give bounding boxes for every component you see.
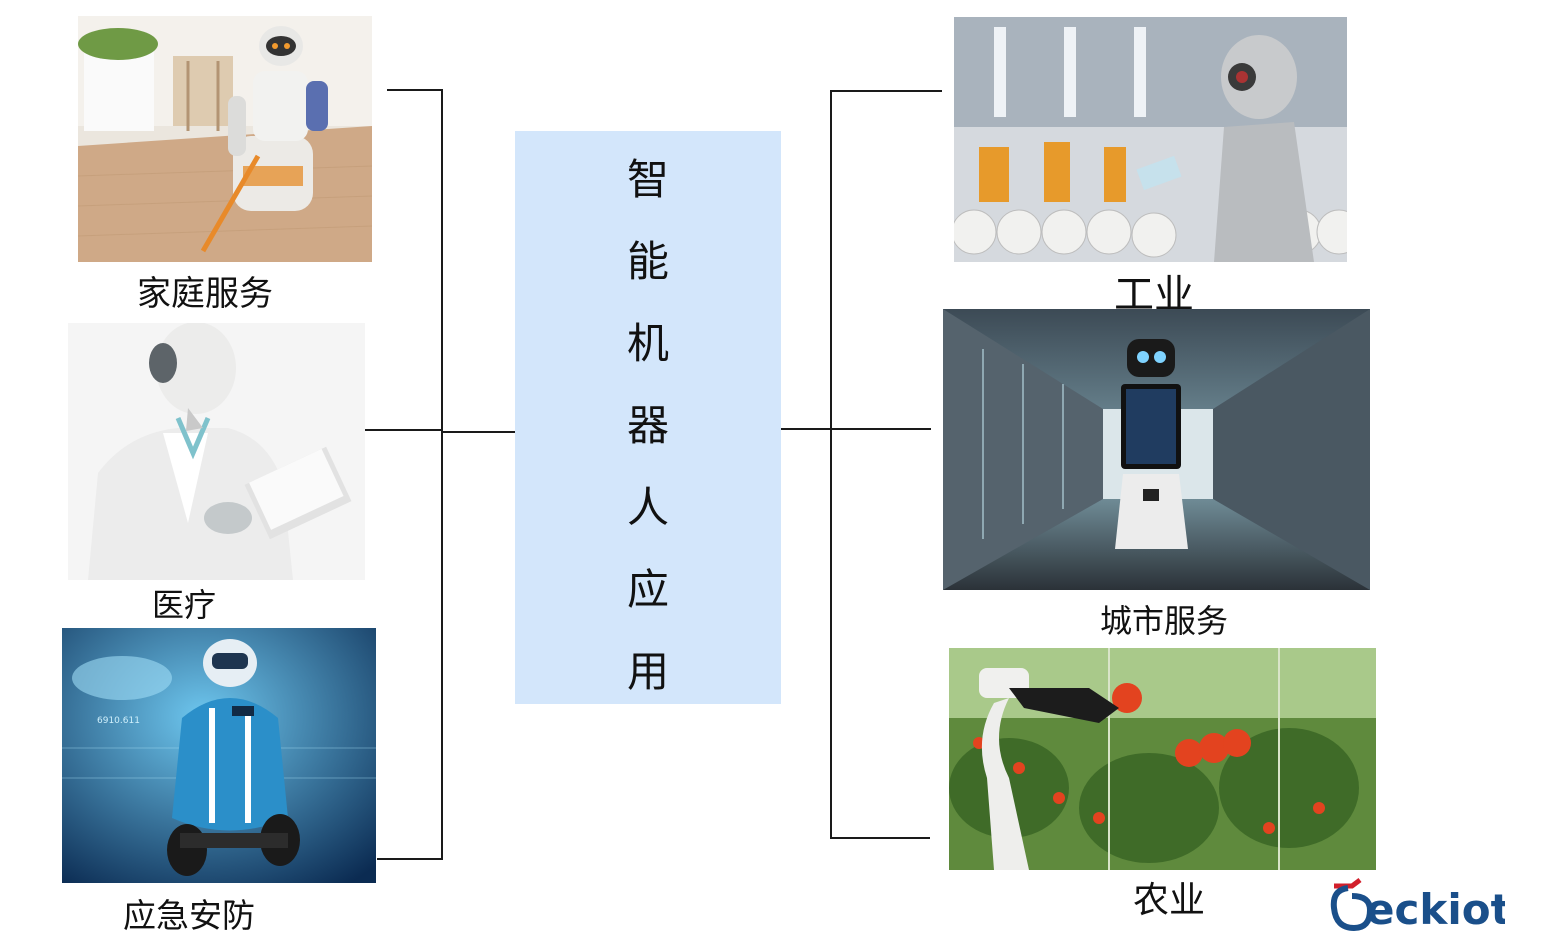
emergency-security-label: 应急安防 <box>123 896 255 935</box>
center-to-right-connector <box>781 428 931 430</box>
city-service-label: 城市服务 <box>1100 602 1229 640</box>
beckiot-logo: eckiot <box>1330 878 1505 934</box>
right-upper-top-arm <box>832 90 942 92</box>
city-service-robot-image <box>943 309 1370 590</box>
center-title-char: 器 <box>626 401 669 450</box>
medical-robot-image <box>68 323 365 580</box>
center-title-box: 智 能 机 器 人 应 用 <box>515 131 781 704</box>
center-title-char: 用 <box>626 647 669 696</box>
emergency-security-robot-image: 6910.611 <box>62 628 376 883</box>
beckiot-logo-mark: eckiot <box>1330 878 1505 934</box>
left-bracket-spine <box>441 89 443 860</box>
agriculture-robot-image <box>949 648 1376 870</box>
industry-robot-image <box>954 17 1347 262</box>
right-bottom-arm <box>830 837 930 839</box>
left-bracket-top-arm <box>387 89 442 91</box>
left-bracket-bottom-arm <box>377 858 442 860</box>
left-to-center-connector <box>442 431 515 433</box>
home-service-robot-image <box>78 16 372 262</box>
brand-name: eckiot <box>1366 885 1505 934</box>
center-title-char: 人 <box>626 483 669 532</box>
center-title-char: 能 <box>626 237 669 286</box>
center-title-char: 机 <box>626 319 669 368</box>
right-upper-spine <box>830 90 832 378</box>
agriculture-label: 农业 <box>1133 880 1206 921</box>
left-bracket-middle-arm <box>365 429 442 431</box>
center-title-char: 智 <box>626 155 669 204</box>
svg-text:6910.611: 6910.611 <box>97 716 140 726</box>
right-main-spine <box>830 372 832 838</box>
center-title-char: 应 <box>626 565 669 614</box>
home-service-label: 家庭服务 <box>137 274 273 314</box>
medical-label: 医疗 <box>152 586 217 624</box>
